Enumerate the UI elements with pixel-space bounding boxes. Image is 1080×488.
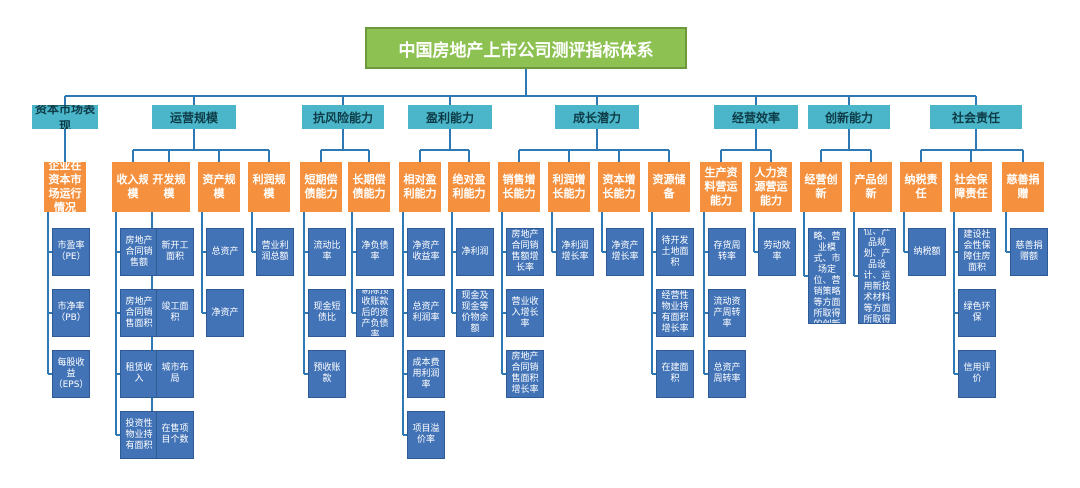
indicator-box: 产品定位、产品规划、产品设计、运用新技术材料等方面所取得的创新	[858, 228, 896, 324]
group-box: 纳税责任	[900, 162, 942, 212]
category-box: 运营规模	[152, 105, 236, 129]
group-box: 社会保障责任	[950, 162, 992, 212]
group-box: 利润规模	[248, 162, 290, 212]
group-box: 相对盈利能力	[399, 162, 441, 212]
group-box: 销售增长能力	[498, 162, 540, 212]
indicator-box: 劳动效率	[758, 228, 796, 276]
group-box: 生产资料营运能力	[700, 162, 742, 212]
indicator-box: 项目溢价率	[407, 411, 445, 459]
indicator-box: 剔除预收账款后的资产负债率	[356, 289, 394, 337]
indicator-box: 租赁收入	[120, 350, 158, 398]
category-box: 成长潜力	[555, 105, 639, 129]
indicator-box: 房地产合同销售面积增长率	[506, 350, 544, 398]
indicator-box: 市盈率（PE）	[52, 228, 90, 276]
indicator-box: 企业战略、营业模式、市场定位、营销策略等方面所取得的创新	[808, 228, 846, 324]
indicator-box: 现金短债比	[308, 289, 346, 337]
group-box: 利润增长能力	[548, 162, 590, 212]
group-box: 资产规模	[198, 162, 240, 212]
group-box: 短期偿债能力	[300, 162, 342, 212]
group-box: 资本增长能力	[598, 162, 640, 212]
indicator-box: 现金及现金等价物余额	[456, 289, 494, 337]
indicator-box: 经营性物业持有面积增长率	[656, 289, 694, 337]
indicator-box: 房地产合同销售额增长率	[506, 228, 544, 276]
indicator-box: 待开发土地面积	[656, 228, 694, 276]
group-box: 收入规模	[112, 162, 154, 212]
indicator-box: 房地产合同销售额	[120, 228, 158, 276]
indicator-box: 在建面积	[656, 350, 694, 398]
group-box: 人力资源营运能力	[750, 162, 792, 212]
indicator-box: 存货周转率	[708, 228, 746, 276]
indicator-box: 净资产	[206, 289, 244, 337]
group-box: 资源储备	[648, 162, 690, 212]
category-box: 创新能力	[808, 105, 890, 129]
category-box: 社会责任	[930, 105, 1022, 129]
indicator-box: 净利润增长率	[556, 228, 594, 276]
indicator-box: 总资产周转率	[708, 350, 746, 398]
indicator-box: 绿色环保	[958, 289, 996, 337]
indicator-box: 市净率（PB）	[52, 289, 90, 337]
group-box: 企业在资本市场运行情况	[44, 162, 86, 212]
indicator-box: 房地产合同销售面积	[120, 289, 158, 337]
indicator-box: 营业利润总额	[256, 228, 294, 276]
indicator-box: 流动资产周转率	[708, 289, 746, 337]
category-box: 盈利能力	[408, 105, 492, 129]
indicator-box: 慈善捐赠额	[1010, 228, 1048, 276]
group-box: 绝对盈利能力	[448, 162, 490, 212]
indicator-box: 投资性物业持有面积	[120, 411, 158, 459]
group-box: 经营创新	[800, 162, 842, 212]
indicator-box: 总资产利润率	[407, 289, 445, 337]
indicator-box: 新开工面积	[156, 228, 194, 276]
indicator-box: 净资产增长率	[606, 228, 644, 276]
group-box: 开发规模	[148, 162, 190, 212]
indicator-box: 城市布局	[156, 350, 194, 398]
category-box: 经营效率	[714, 105, 798, 129]
indicator-box: 流动比率	[308, 228, 346, 276]
root-title: 中国房地产上市公司测评指标体系	[365, 27, 687, 69]
indicator-box: 每股收益（EPS）	[52, 350, 90, 398]
indicator-box: 净利润	[456, 228, 494, 276]
group-box: 产品创新	[850, 162, 892, 212]
indicator-box: 预收账款	[308, 350, 346, 398]
indicator-box: 信用评价	[958, 350, 996, 398]
indicator-box: 纳税额	[908, 228, 946, 276]
indicator-box: 净资产收益率	[407, 228, 445, 276]
indicator-box: 竣工面积	[156, 289, 194, 337]
group-box: 慈善捐赠	[1002, 162, 1044, 212]
indicator-box: 在售项目个数	[156, 411, 194, 459]
group-box: 长期偿债能力	[348, 162, 390, 212]
indicator-box: 成本费用利润率	[407, 350, 445, 398]
indicator-box: 净负债率	[356, 228, 394, 276]
category-box: 资本市场表现	[32, 105, 98, 129]
indicator-box: 建设社会性保障住房面积	[958, 228, 996, 276]
indicator-box: 总资产	[206, 228, 244, 276]
indicator-box: 营业收入增长率	[506, 289, 544, 337]
category-box: 抗风险能力	[302, 105, 384, 129]
